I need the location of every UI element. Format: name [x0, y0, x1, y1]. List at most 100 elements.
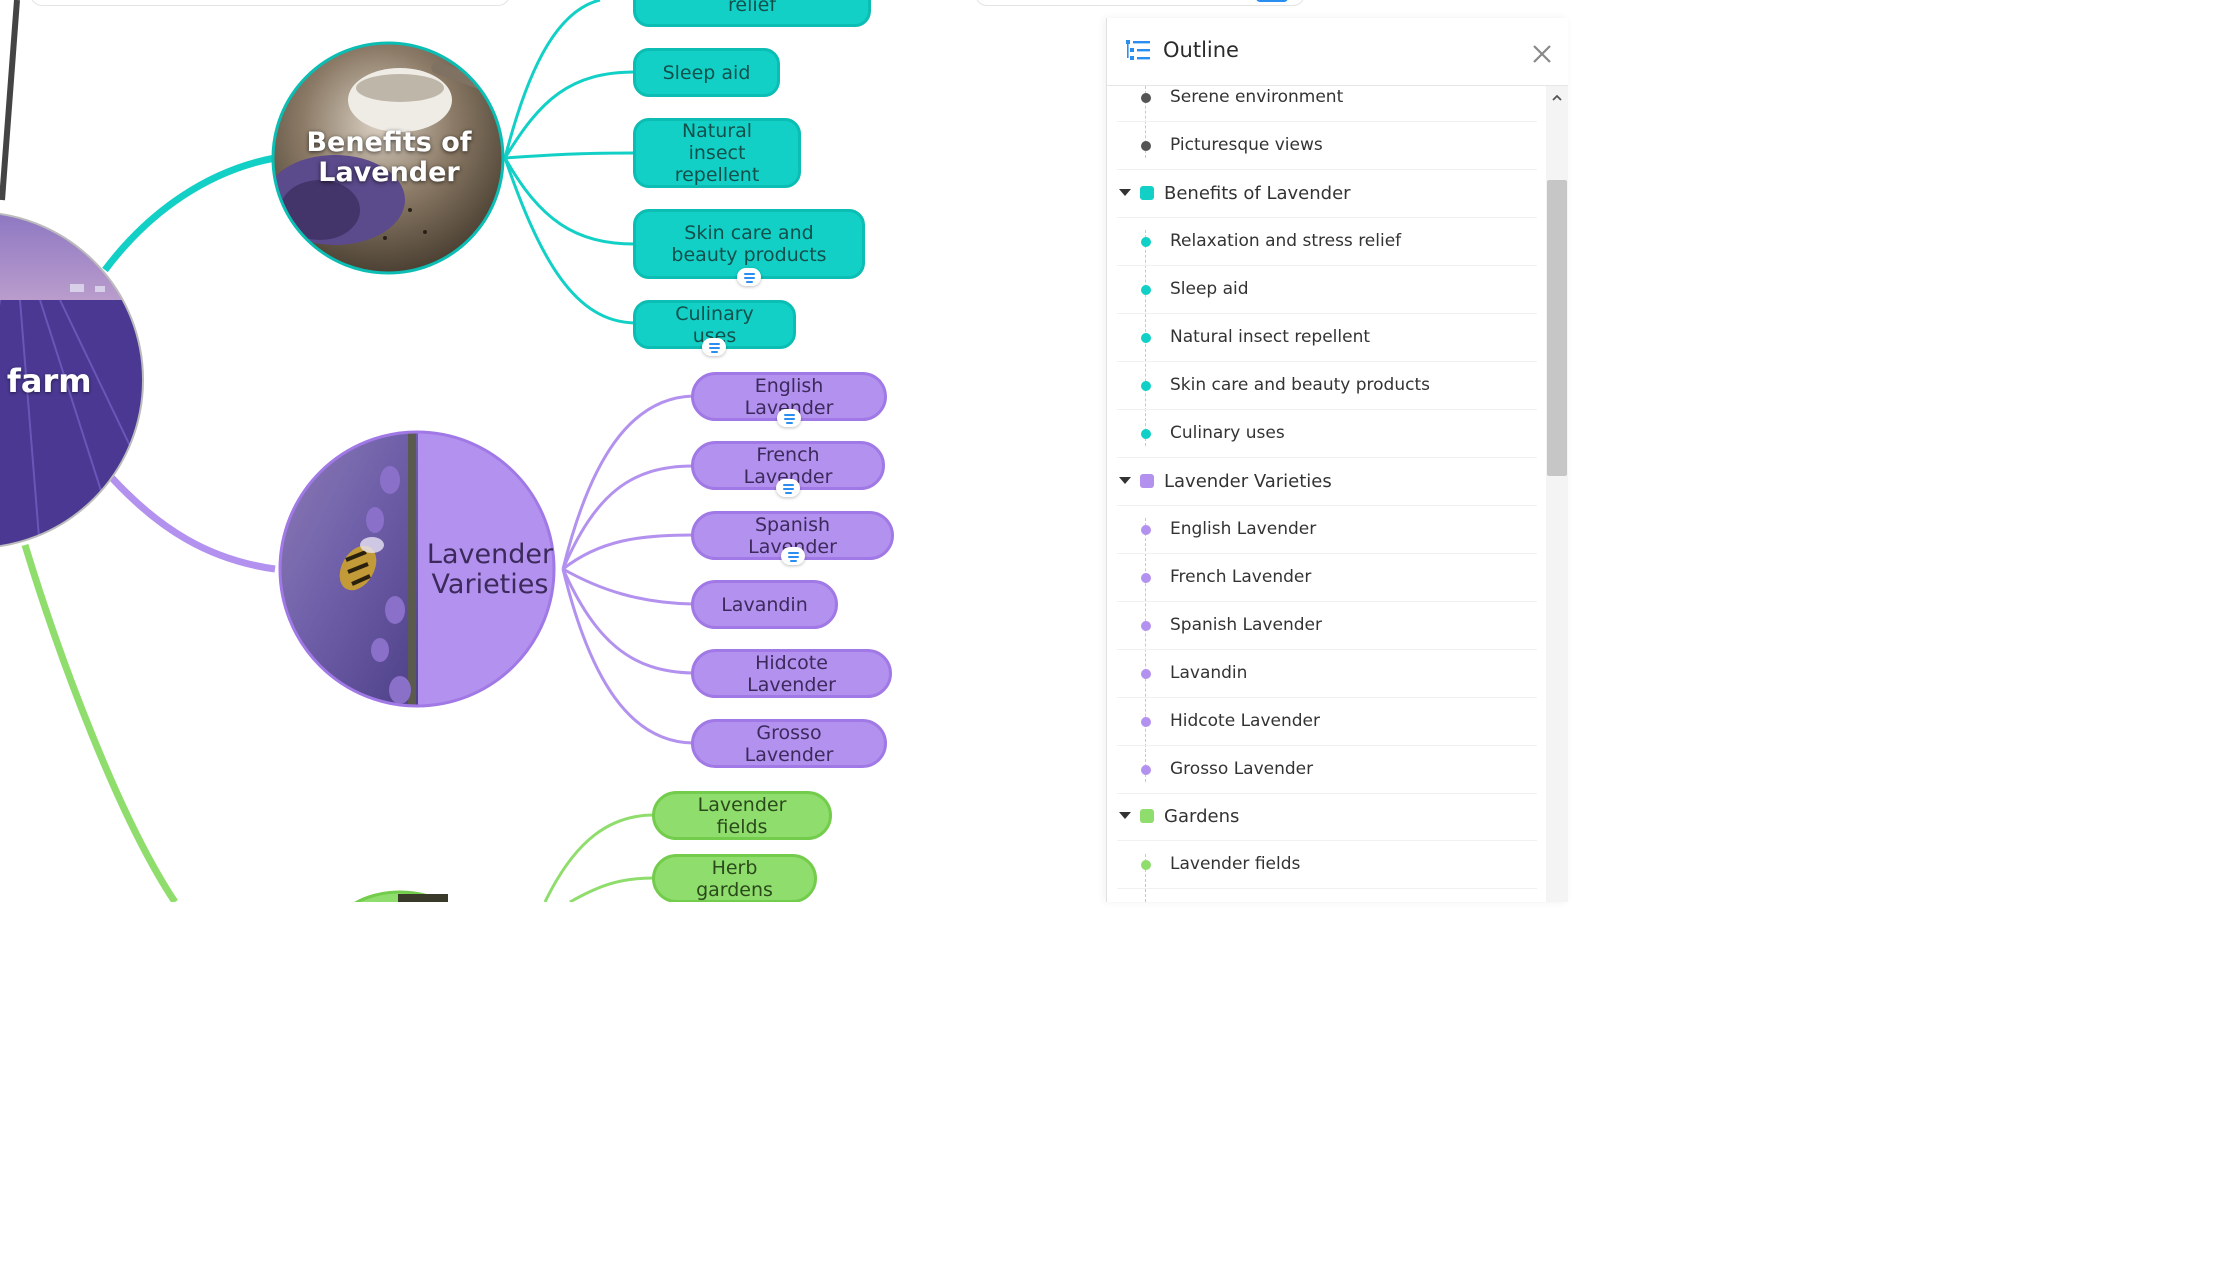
- outline-item-label: Spanish Lavender: [1170, 615, 1322, 635]
- central-connector: [0, 0, 20, 201]
- topic-label: Lavandin: [721, 593, 808, 616]
- outline-item-english-lavender[interactable]: English Lavender: [1117, 506, 1537, 554]
- outline-item-label: Skin care and beauty products: [1170, 375, 1430, 395]
- outline-item-label: Natural insect repellent: [1170, 327, 1371, 347]
- outline-item-label: Lavender Varieties: [1164, 471, 1332, 492]
- topic-label: relief: [727, 0, 777, 16]
- outline-item-label: Picturesque views: [1170, 135, 1323, 155]
- outline-item-hidcote-lavender[interactable]: Hidcote Lavender: [1117, 698, 1537, 746]
- outline-item-label: Gardens: [1164, 806, 1240, 827]
- topic-label: Lavender fields: [697, 793, 787, 838]
- top-toolbar-fragment: [975, 0, 1305, 6]
- close-icon[interactable]: [1530, 42, 1554, 66]
- outline-item-natural-insect-repellent[interactable]: Natural insect repellent: [1117, 314, 1537, 362]
- outline-item-lavender-varieties[interactable]: Lavender Varieties: [1117, 458, 1537, 506]
- outline-bullet: [1141, 669, 1151, 679]
- outline-item-gardens[interactable]: Gardens: [1117, 793, 1537, 841]
- outline-panel: Outline Serene environment Picturesque v…: [1106, 18, 1568, 902]
- outline-list-icon: [1126, 40, 1150, 60]
- outline-bullet: [1141, 333, 1151, 343]
- outline-tree-line: [1145, 518, 1146, 782]
- outline-header: Outline: [1107, 18, 1568, 86]
- benefits-hub-image[interactable]: [265, 40, 510, 280]
- central-topic-ring: [0, 212, 144, 548]
- topic-hidcote-lavender[interactable]: Hidcote Lavender: [691, 649, 892, 698]
- outline-item-french-lavender[interactable]: French Lavender: [1117, 554, 1537, 602]
- note-icon[interactable]: [702, 338, 726, 356]
- outline-scrollbar-thumb[interactable]: [1547, 180, 1567, 476]
- benefits-child-connectors: [503, 0, 636, 325]
- outline-bullet: [1140, 809, 1154, 823]
- branch-connector-benefits: [102, 154, 276, 273]
- topic-grosso-lavender[interactable]: Grosso Lavender: [691, 719, 887, 768]
- benefits-hub-ring: [271, 41, 505, 275]
- outline-bullet: [1141, 621, 1151, 631]
- topic-label: French Lavender: [743, 443, 833, 488]
- outline-item-serene-environment[interactable]: Serene environment: [1117, 86, 1537, 122]
- topic-label: Herb gardens: [696, 856, 773, 901]
- outline-bullet: [1140, 474, 1154, 488]
- outline-bullet: [1141, 860, 1151, 870]
- outline-bullet: [1141, 381, 1151, 391]
- outline-bullet: [1141, 93, 1151, 103]
- central-topic-image[interactable]: [0, 210, 180, 550]
- note-icon[interactable]: [776, 479, 800, 497]
- outline-item-label: Culinary uses: [1170, 423, 1285, 443]
- gardens-child-connectors: [543, 813, 655, 902]
- outline-item-lavandin[interactable]: Lavandin: [1117, 650, 1537, 698]
- outline-bullet: [1141, 717, 1151, 727]
- topic-relief[interactable]: relief: [633, 0, 871, 27]
- gardens-hub-image: [398, 894, 448, 902]
- outline-bullet: [1141, 429, 1151, 439]
- collapse-caret-icon[interactable]: [1119, 189, 1131, 196]
- outline-item-label: Hidcote Lavender: [1170, 711, 1320, 731]
- outline-item-label: Relaxation and stress relief: [1170, 231, 1402, 251]
- varieties-hub-image: [280, 432, 418, 706]
- outline-item-label: Serene environment: [1170, 87, 1344, 107]
- outline-bullet: [1141, 765, 1151, 775]
- outline-bullet: [1141, 237, 1151, 247]
- topic-lavandin[interactable]: Lavandin: [691, 580, 838, 629]
- topic-label: English Lavender: [744, 374, 834, 419]
- outline-bullet: [1141, 141, 1151, 151]
- note-icon[interactable]: [777, 409, 801, 427]
- outline-item-label: Sleep aid: [1170, 279, 1249, 299]
- top-toolbar-fragment: [30, 0, 510, 6]
- connector-layer: [0, 0, 694, 902]
- topic-herb-gardens[interactable]: Herb gardens: [652, 854, 817, 902]
- collapse-caret-icon[interactable]: [1119, 812, 1131, 819]
- note-icon[interactable]: [781, 547, 805, 565]
- topic-skin-care[interactable]: Skin care and beauty products: [633, 209, 865, 279]
- outline-item-picturesque-views[interactable]: Picturesque views: [1117, 122, 1537, 170]
- branch-connector-varieties: [109, 475, 276, 573]
- outline-bullet: [1141, 525, 1151, 535]
- outline-item-culinary-uses[interactable]: Culinary uses: [1117, 410, 1537, 458]
- scroll-up-icon[interactable]: [1551, 92, 1563, 104]
- outline-title: Outline: [1163, 38, 1239, 62]
- topic-natural-insect-repellent[interactable]: Natural insect repellent: [633, 118, 801, 188]
- outline-item-lavender-fields[interactable]: Lavender fields: [1117, 841, 1537, 889]
- outline-item-relaxation[interactable]: Relaxation and stress relief: [1117, 218, 1537, 266]
- topic-lavender-fields[interactable]: Lavender fields: [652, 791, 832, 840]
- top-toolbar-button[interactable]: [1256, 0, 1288, 2]
- outline-tree-line: [1145, 86, 1146, 158]
- outline-tree-line: [1145, 854, 1146, 902]
- topic-label: Natural insect repellent: [674, 120, 760, 186]
- outline-item-benefits-of-lavender[interactable]: Benefits of Lavender: [1117, 170, 1537, 218]
- topic-sleep-aid[interactable]: Sleep aid: [633, 48, 780, 97]
- topic-label: Hidcote Lavender: [747, 651, 836, 696]
- outline-item-sleep-aid[interactable]: Sleep aid: [1117, 266, 1537, 314]
- note-icon[interactable]: [737, 268, 761, 286]
- collapse-caret-icon[interactable]: [1119, 477, 1131, 484]
- topic-label: Grosso Lavender: [744, 721, 834, 766]
- outline-item-label: English Lavender: [1170, 519, 1317, 539]
- outline-list[interactable]: Serene environment Picturesque views Ben…: [1107, 86, 1547, 902]
- outline-item-spanish-lavender[interactable]: Spanish Lavender: [1117, 602, 1537, 650]
- outline-item-grosso-lavender[interactable]: Grosso Lavender: [1117, 746, 1537, 794]
- outline-item-label: Grosso Lavender: [1170, 759, 1314, 779]
- topic-label: Spanish Lavender: [748, 513, 837, 558]
- varieties-hub-ring: [278, 430, 556, 708]
- varieties-child-connectors: [561, 394, 694, 745]
- outline-item-label: Lavandin: [1170, 663, 1248, 683]
- outline-item-skin-care[interactable]: Skin care and beauty products: [1117, 362, 1537, 410]
